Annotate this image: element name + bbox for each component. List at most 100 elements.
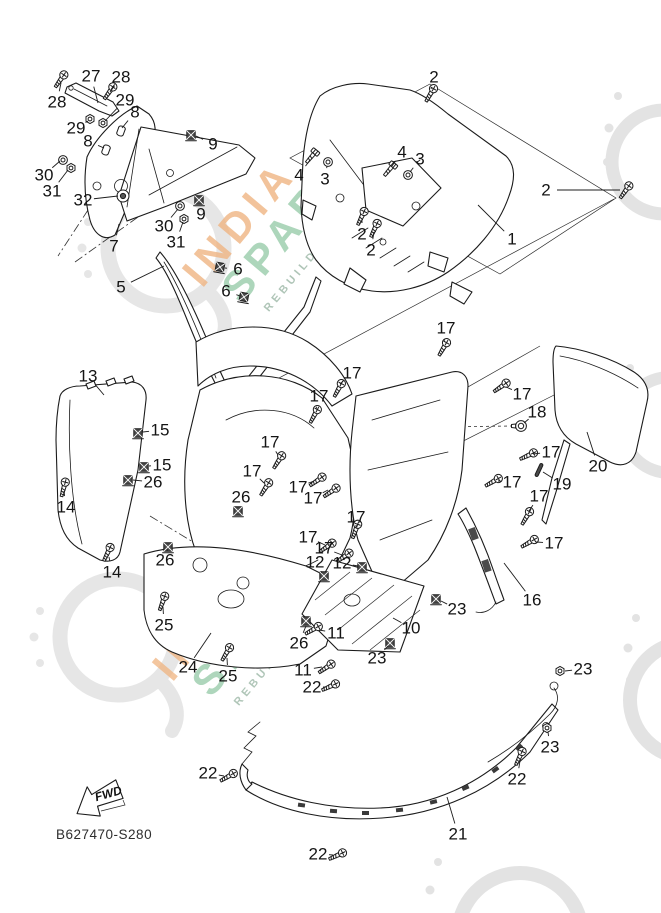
bolt-icon [382, 160, 399, 177]
callout-label: 4 [397, 143, 406, 162]
callout-leader-line [313, 666, 323, 669]
screw-icon [514, 746, 527, 766]
callout-label: 17 [315, 539, 334, 558]
callout-label: 1 [507, 230, 516, 249]
callout-label: 12 [333, 554, 352, 573]
washer-icon [323, 157, 333, 167]
screw-icon [219, 768, 238, 783]
callout-leader-line [505, 386, 513, 391]
part-16-trim-strip [457, 507, 505, 613]
screw-icon [102, 542, 115, 562]
callout-label: 22 [303, 678, 322, 697]
callout-leader-line [315, 406, 317, 410]
clip-icon [300, 616, 312, 628]
callout-leader-line [109, 85, 115, 93]
part-7-meter-panel-bracket [84, 105, 256, 239]
callout-label: 17 [437, 319, 456, 338]
callout-label: 18 [528, 403, 547, 422]
callout-label: 11 [327, 624, 345, 643]
clip-icon [122, 475, 134, 487]
nut-icon [98, 117, 108, 129]
callout-leader-line [586, 431, 596, 456]
part-27-windshield-stay [64, 82, 120, 117]
callout-leader-line [195, 135, 204, 140]
clip-icon [430, 594, 442, 606]
washer-icon [175, 201, 185, 211]
grommet-icon [116, 189, 130, 203]
nut-icon [179, 213, 189, 225]
callout-leader-line [302, 625, 307, 633]
part-20-side-garnish-right [541, 345, 649, 525]
callout-label: 14 [57, 498, 76, 517]
screw-icon [272, 451, 287, 470]
screw-icon [618, 181, 634, 200]
screw-icon [321, 679, 341, 692]
callout-label: 28 [112, 68, 131, 87]
callout-leader-line [372, 231, 375, 240]
callout-leader-line [142, 430, 150, 433]
callout-label: 8 [130, 103, 139, 122]
callout-label: 25 [155, 616, 174, 635]
callout-leader-line [308, 480, 315, 484]
screw-icon [157, 591, 170, 612]
callout-leader-line [409, 167, 414, 173]
callout-leader-line [317, 541, 326, 546]
callout-leader-line [108, 556, 111, 562]
screw-icon [304, 621, 323, 636]
callout-label: 29 [116, 91, 135, 110]
callout-label: 23 [368, 649, 387, 668]
callout-label: 15 [153, 456, 172, 475]
pin-icon [534, 463, 544, 477]
callout-label: 17 [304, 489, 323, 508]
callout-label: 27 [82, 67, 101, 86]
clip-icon [232, 506, 244, 518]
callout-leader-line [532, 452, 541, 455]
callout-label: 6 [233, 260, 242, 279]
callout-label: 8 [83, 132, 92, 151]
callout-label: 23 [541, 738, 560, 757]
callout-label: 13 [79, 367, 98, 386]
callout-label: 17 [299, 528, 318, 547]
callout-label: 26 [156, 551, 175, 570]
screw-icon [335, 548, 354, 564]
callout-leader-line [503, 562, 526, 592]
nut-icon [555, 665, 565, 677]
callout-label: 32 [74, 191, 93, 210]
callout-leader-line [93, 195, 119, 200]
callout-label: 9 [208, 135, 217, 154]
callout-leader-line [63, 490, 66, 497]
clip-icon [193, 195, 205, 207]
screw-icon [369, 218, 382, 238]
capnut-icon [511, 420, 527, 432]
screw-icon [520, 507, 535, 526]
callout-label: 2 [366, 241, 375, 260]
callout-leader-line [352, 564, 359, 567]
screw-icon [332, 378, 346, 398]
callout-leader-line [85, 120, 89, 123]
callout-label: 14 [103, 563, 122, 582]
screw-icon [484, 473, 503, 488]
callout-leader-line [132, 479, 143, 482]
callout-leader-line [115, 223, 120, 236]
callout-label: 29 [67, 119, 86, 138]
callout-leader-line [440, 600, 448, 605]
screw-icon [318, 538, 337, 554]
callout-label: 26 [144, 473, 163, 492]
callout-leader-line [318, 629, 326, 632]
callout-label: 19 [553, 475, 572, 494]
washer-icon [58, 155, 68, 165]
screw-icon [520, 534, 539, 549]
callout-leader-line [121, 120, 129, 129]
callout-leader-line [384, 645, 389, 651]
callout-leader-line [130, 265, 165, 283]
nut-icon [85, 113, 95, 125]
callout-leader-line [93, 86, 99, 104]
screw-icon [259, 478, 274, 497]
callout-label: 17 [261, 433, 280, 452]
screw-icon [308, 472, 327, 488]
callout-label: 23 [574, 660, 593, 679]
callout-label: 2 [429, 68, 438, 87]
screw-icon [328, 848, 348, 861]
